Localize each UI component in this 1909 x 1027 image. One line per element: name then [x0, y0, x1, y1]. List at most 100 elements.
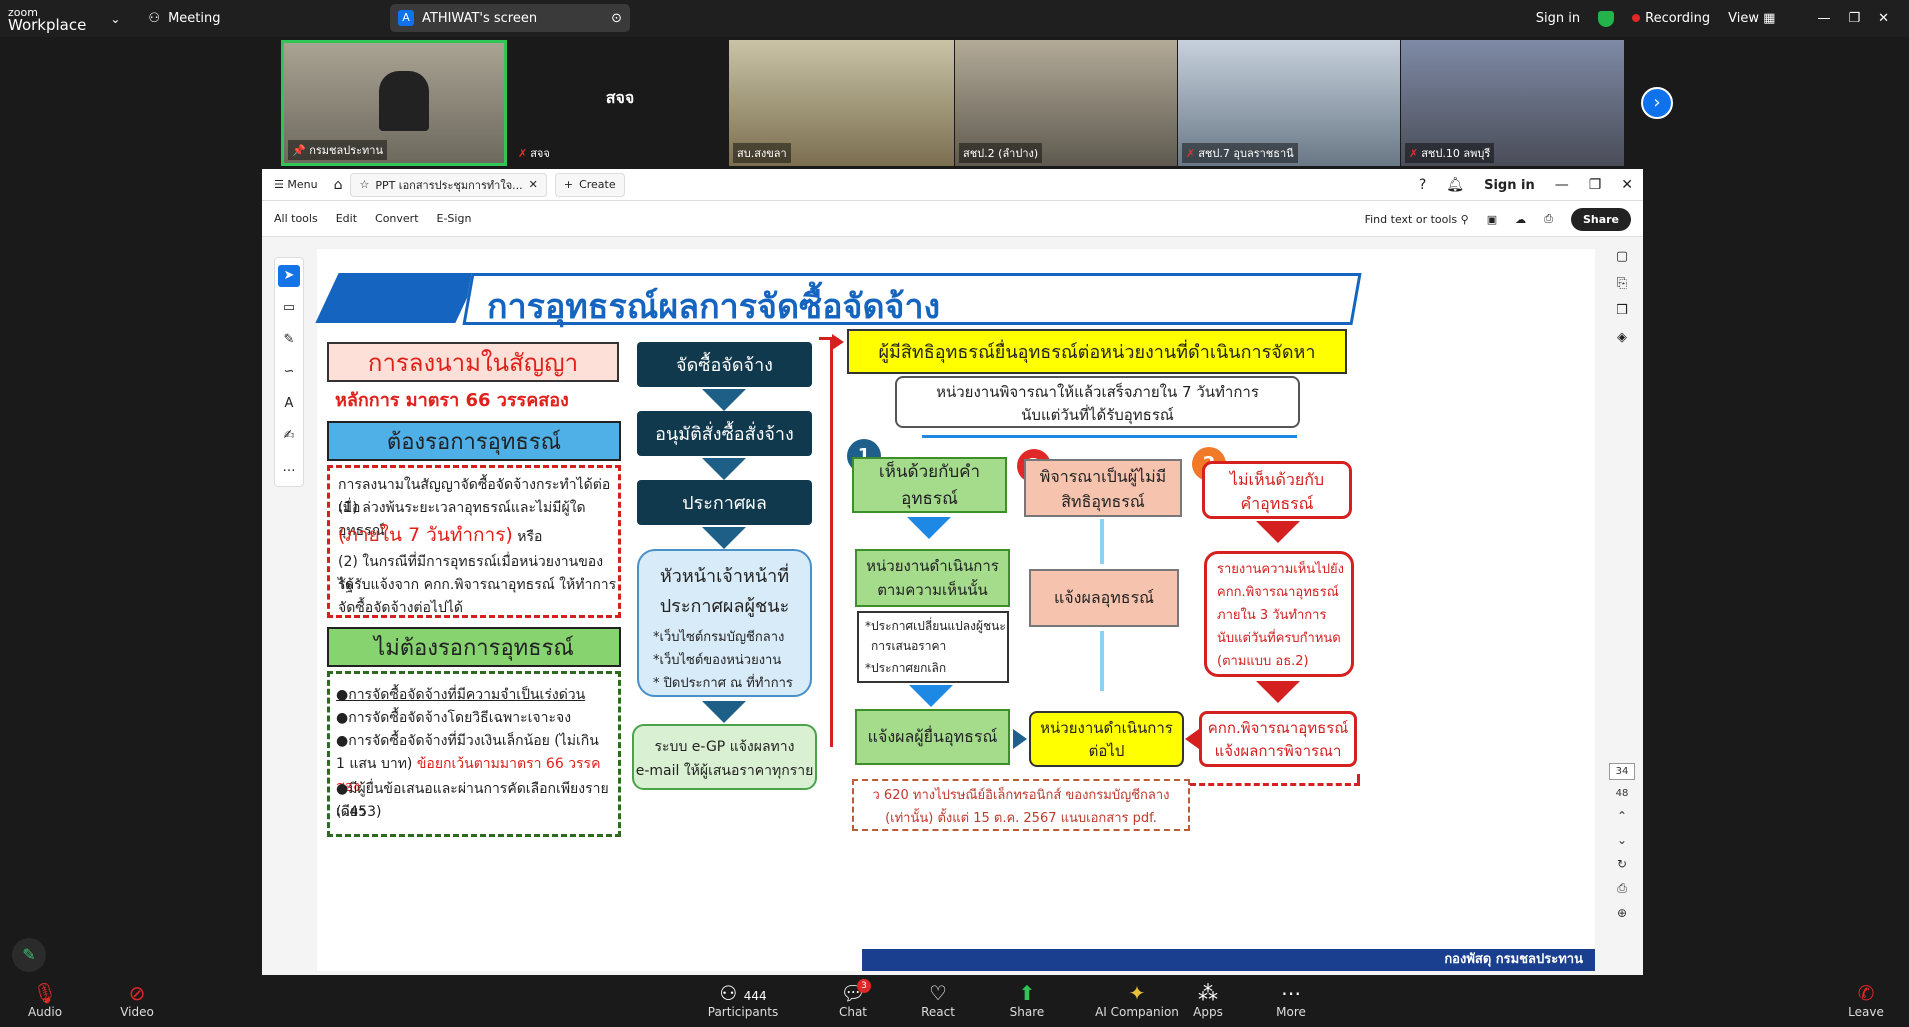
- bell-icon[interactable]: 🔔︎: [1446, 177, 1465, 193]
- comment-icon[interactable]: ▭: [282, 300, 296, 315]
- tool-convert[interactable]: Convert: [375, 212, 419, 225]
- page-current[interactable]: 34: [1609, 763, 1635, 780]
- chat-badge: 3: [857, 979, 871, 993]
- video-off-icon: ⊘: [128, 981, 146, 1005]
- audio-button[interactable]: 🎙︎ Audio: [5, 981, 85, 1019]
- close-tab-icon[interactable]: ✕: [528, 178, 538, 191]
- minimize-icon[interactable]: —: [1817, 11, 1831, 26]
- title-blue-block: [315, 273, 479, 323]
- video-tile[interactable]: สจจ ✗สจจ: [510, 40, 730, 166]
- appeal-head-box: ผู้มีสิทธิอุทธรณ์ยื่นอุทธรณ์ต่อหน่วยงานท…: [847, 329, 1347, 374]
- right-arrow-icon: [1013, 729, 1027, 749]
- share-screen-button[interactable]: ⬆ Share: [987, 981, 1067, 1019]
- chevron-up-icon[interactable]: ⌃: [1616, 809, 1628, 823]
- view-button[interactable]: View ▦: [1728, 11, 1776, 26]
- acrobat-tab-bar: ☰ Menu ⌂ ☆ PPT เอกสารประชุมการทำใจ... ✕ …: [262, 169, 1643, 201]
- annotate-icon[interactable]: ✎: [12, 938, 46, 972]
- restore-icon[interactable]: ❐: [1588, 177, 1602, 193]
- participants-button[interactable]: ⚇ 444 Participants: [703, 981, 783, 1019]
- minimize-icon[interactable]: —: [1554, 177, 1569, 193]
- more-options-icon[interactable]: ⊙: [611, 10, 622, 26]
- star-icon[interactable]: ☆: [359, 178, 370, 191]
- upload-icon[interactable]: ☁: [1515, 212, 1527, 226]
- chevron-down-icon[interactable]: ⌄: [1616, 833, 1628, 847]
- find-tools[interactable]: Find text or tools ⚲: [1364, 212, 1469, 226]
- draw-icon[interactable]: ∽: [283, 364, 295, 379]
- page-indicator[interactable]: 34 48 ⌃ ⌄ ↻ ⎙ ⊕: [1609, 763, 1635, 920]
- comment-panel-icon[interactable]: ▢: [1615, 249, 1629, 264]
- leave-button[interactable]: ✆ Leave: [1826, 981, 1906, 1019]
- screen-share-indicator[interactable]: A ATHIWAT's screen ⊙: [390, 4, 630, 32]
- video-tile[interactable]: สชป.2 (ลำปาง): [955, 40, 1177, 166]
- more-icon: ⋯: [1281, 981, 1301, 1005]
- share-screen-icon: ⬆: [1018, 981, 1036, 1005]
- home-icon[interactable]: ⌂: [333, 176, 343, 193]
- video-tile[interactable]: สบ.สงขลา: [729, 40, 954, 166]
- down-arrow-icon: [907, 517, 951, 539]
- bookmark-icon[interactable]: ⎘: [1616, 276, 1628, 291]
- share-button[interactable]: Share: [1570, 207, 1631, 231]
- text-select-icon[interactable]: A: [284, 396, 294, 411]
- apps-button[interactable]: ⁂ Apps: [1168, 981, 1248, 1019]
- select-cursor-icon[interactable]: ➤: [278, 265, 300, 287]
- recording-indicator[interactable]: Recording: [1632, 11, 1710, 26]
- tile-name: 📌 กรมชลประทาน: [288, 140, 387, 160]
- next-page-arrow-icon[interactable]: ›: [1641, 87, 1673, 119]
- down-arrow-icon: [909, 685, 953, 707]
- refresh-icon[interactable]: ↻: [1616, 857, 1628, 871]
- document-tab[interactable]: ☆ PPT เอกสารประชุมการทำใจ... ✕: [350, 172, 547, 197]
- create-button[interactable]: + Create: [554, 172, 625, 197]
- down-arrow-icon: [702, 527, 746, 549]
- sign-contract-box: การลงนามในสัญญา: [327, 342, 619, 382]
- menu-button[interactable]: ☰ Menu: [274, 178, 318, 191]
- step-approve: อนุมัติสั่งซื้อสั่งจ้าง: [637, 411, 812, 456]
- down-arrow-icon: [1256, 681, 1300, 703]
- meeting-menu[interactable]: ⚇ Meeting: [148, 11, 221, 26]
- acrobat-sign-in[interactable]: Sign in: [1484, 177, 1535, 193]
- restore-icon[interactable]: ❐: [1848, 11, 1861, 26]
- close-icon[interactable]: ✕: [1878, 11, 1889, 26]
- stamp-icon[interactable]: ✍: [283, 428, 295, 443]
- dashed-connector: [1100, 519, 1104, 564]
- left-arrow-icon: [1185, 729, 1199, 749]
- leave-icon: ✆: [1857, 981, 1875, 1005]
- chat-icon: 💬︎: [840, 981, 866, 1005]
- tool-edit[interactable]: Edit: [335, 212, 358, 225]
- red-dashed-connector: [1190, 774, 1360, 786]
- chevron-down-icon[interactable]: ⌄: [110, 11, 121, 26]
- dashed-connector: [1100, 631, 1104, 691]
- help-icon[interactable]: ?: [1418, 177, 1427, 193]
- disagree-box: ไม่เห็นด้วยกับ คำอุทธรณ์: [1202, 461, 1352, 519]
- slide-page: การอุทธรณ์ผลการจัดซื้อจัดจ้าง การลงนามใน…: [315, 249, 1595, 971]
- video-tile[interactable]: ✗สชป.10 ลพบุรี: [1401, 40, 1624, 166]
- video-strip: 📌 กรมชลประทาน สจจ ✗สจจ สบ.สงขลา สชป.2 (ล…: [0, 37, 1909, 169]
- down-arrow-icon: [1256, 521, 1300, 543]
- video-button[interactable]: ⊘ Video: [97, 981, 177, 1019]
- more-button[interactable]: ⋯ More: [1251, 981, 1331, 1019]
- save-page-icon[interactable]: ⎙: [1617, 881, 1627, 895]
- save-icon[interactable]: ▣: [1486, 212, 1498, 226]
- layers-icon[interactable]: ◈: [1617, 330, 1627, 345]
- no-wait-box: ไม่ต้องรอการอุทธรณ์: [327, 627, 621, 667]
- agency-next-box: หน่วยงานดำเนินการ ต่อไป: [1029, 711, 1184, 767]
- pages-icon[interactable]: ❒: [1616, 303, 1628, 318]
- security-shield-icon[interactable]: [1598, 10, 1615, 27]
- notify-result-box: แจ้งผลอุทธรณ์: [1029, 569, 1179, 627]
- zoom-in-icon[interactable]: ⊕: [1616, 906, 1628, 920]
- zoom-top-bar: zoom Workplace ⌄ ⚇ Meeting A ATHIWAT's s…: [0, 0, 1909, 37]
- pen-icon[interactable]: ✎: [283, 332, 295, 347]
- ai-companion-button[interactable]: ✦ AI Companion: [1082, 981, 1192, 1019]
- tool-all-tools[interactable]: All tools: [274, 212, 318, 225]
- more-icon[interactable]: …: [282, 460, 296, 475]
- close-icon[interactable]: ✕: [1621, 177, 1633, 193]
- record-dot-icon: [1632, 14, 1641, 22]
- wait-appeal-details: การลงนามในสัญญาจัดซื้อจัดจ้างกระทำได้ต่อ…: [327, 465, 621, 618]
- chat-button[interactable]: 💬︎ 3 Chat: [813, 979, 893, 1019]
- video-tile[interactable]: ✗สชป.7 อุบลราชธานี: [1178, 40, 1400, 166]
- react-button[interactable]: ♡ React: [898, 981, 978, 1019]
- video-tile[interactable]: 📌 กรมชลประทาน: [281, 40, 507, 166]
- sign-in-button[interactable]: Sign in: [1535, 11, 1581, 26]
- step-announce: ประกาศผล: [637, 480, 812, 525]
- print-icon[interactable]: ⎙: [1544, 212, 1553, 225]
- tool-esign[interactable]: E-Sign: [436, 212, 472, 225]
